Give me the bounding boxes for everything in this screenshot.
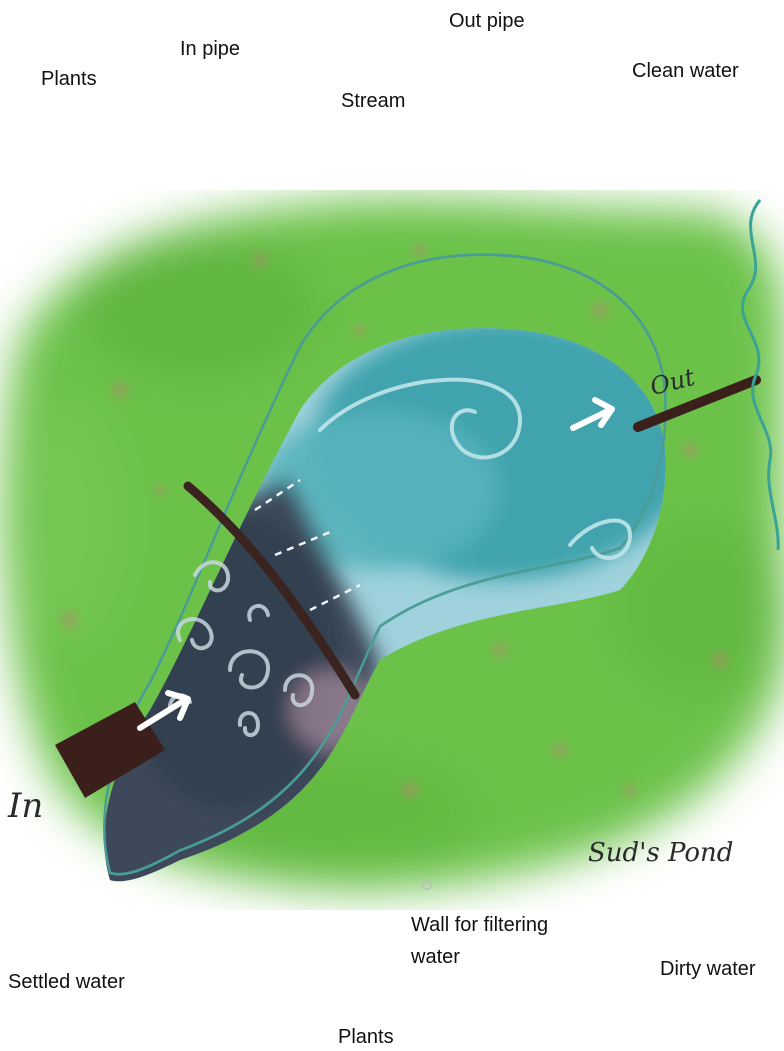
handwritten-in: In	[8, 786, 43, 826]
label-wall-line2: water	[411, 944, 460, 970]
label-plants-bottom: Plants	[338, 1024, 394, 1050]
drawing-title: Sud's Pond	[588, 838, 733, 868]
label-out-pipe: Out pipe	[449, 8, 525, 34]
label-wall-line1: Wall for filtering	[411, 912, 548, 938]
label-in-pipe: In pipe	[180, 36, 240, 62]
label-plants-top: Plants	[41, 66, 97, 92]
label-stream: Stream	[341, 88, 405, 114]
label-clean-water: Clean water	[632, 58, 739, 84]
label-dirty-water: Dirty water	[660, 956, 756, 982]
label-settled-water: Settled water	[8, 969, 125, 995]
pond-illustration	[0, 190, 784, 910]
